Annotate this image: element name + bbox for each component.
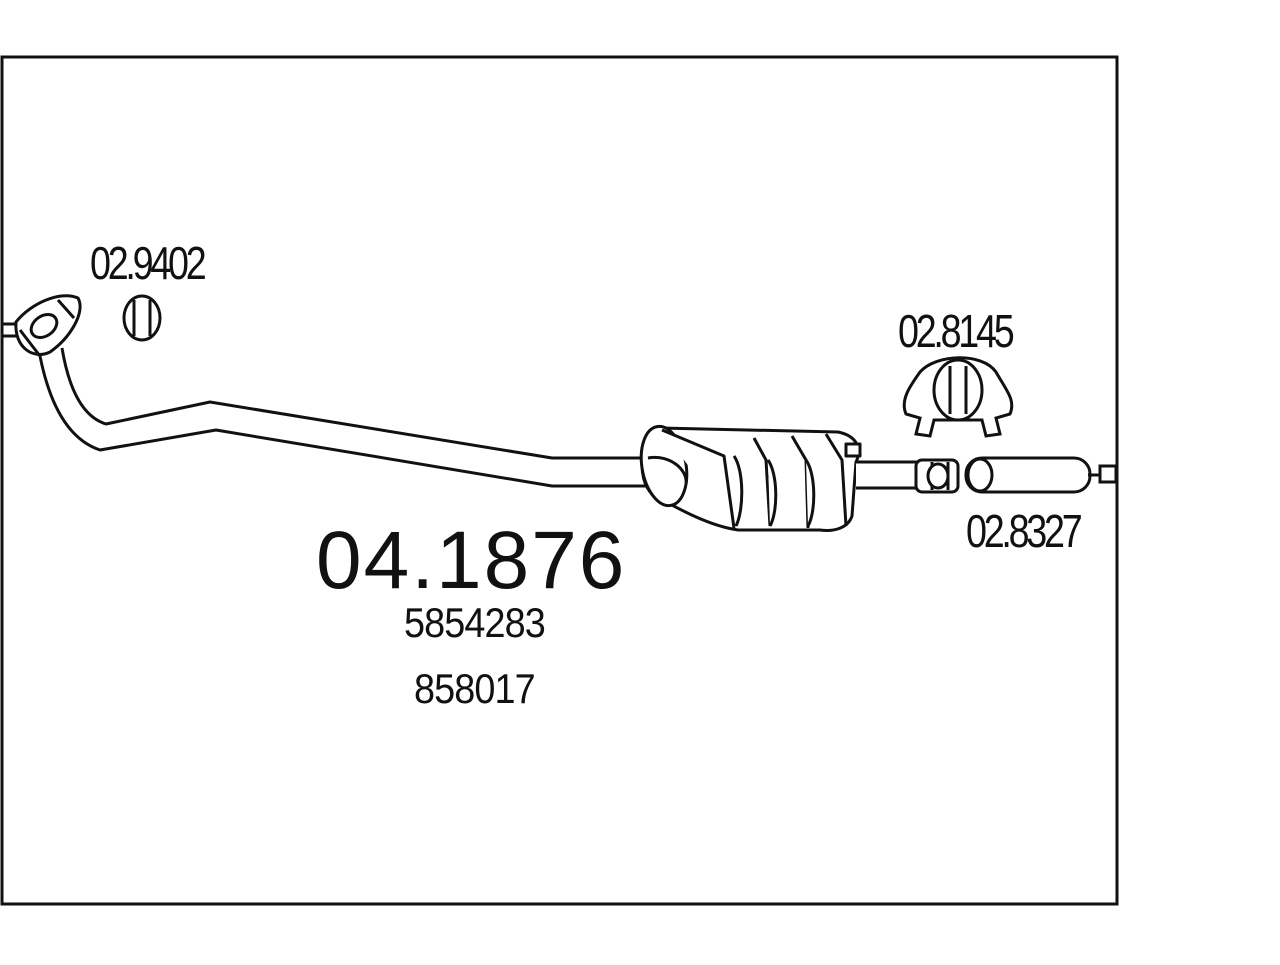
connector-part-number: 02.8327: [966, 505, 1083, 557]
clamp-part-number: 02.8145: [898, 305, 1015, 357]
gasket-01-icon: [122, 294, 162, 342]
tail-pipe: [856, 456, 1118, 494]
gasket-part-number: 02.9402: [90, 237, 207, 289]
oem-number-1: 5854283: [404, 599, 546, 646]
front-flange: [0, 294, 82, 357]
front-pipe: [38, 347, 650, 488]
muffler: [639, 424, 862, 532]
clamp-51-icon: [902, 356, 1014, 438]
main-part-number: 04.1876: [316, 515, 627, 606]
oem-number-2: 858017: [414, 665, 536, 712]
